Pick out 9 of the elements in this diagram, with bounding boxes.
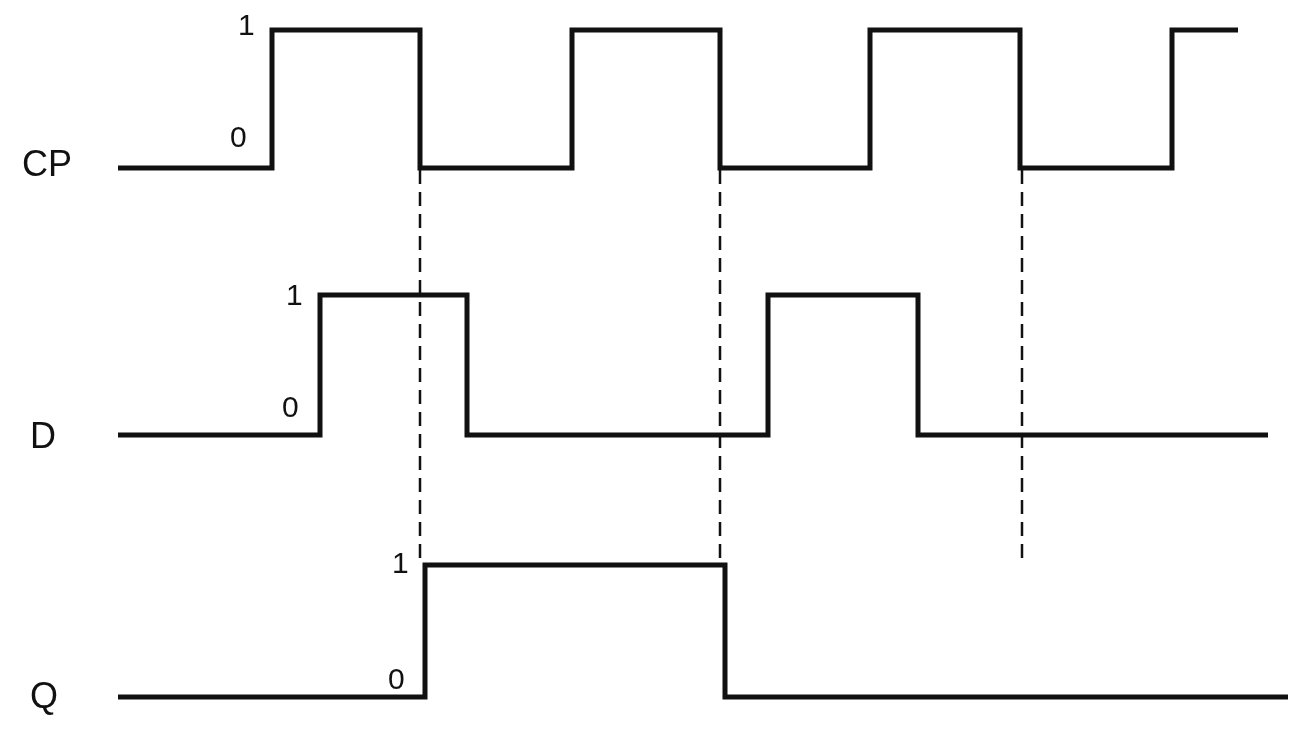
level-label: 0 (388, 664, 405, 694)
signal-name: Q (30, 678, 58, 714)
signal-name: D (30, 418, 56, 454)
level-label: 0 (282, 392, 299, 422)
level-label: 1 (238, 10, 255, 40)
level-label: 0 (230, 122, 247, 152)
signal-name: CP (22, 146, 72, 182)
level-label: 1 (392, 548, 409, 578)
level-label: 1 (286, 280, 303, 310)
